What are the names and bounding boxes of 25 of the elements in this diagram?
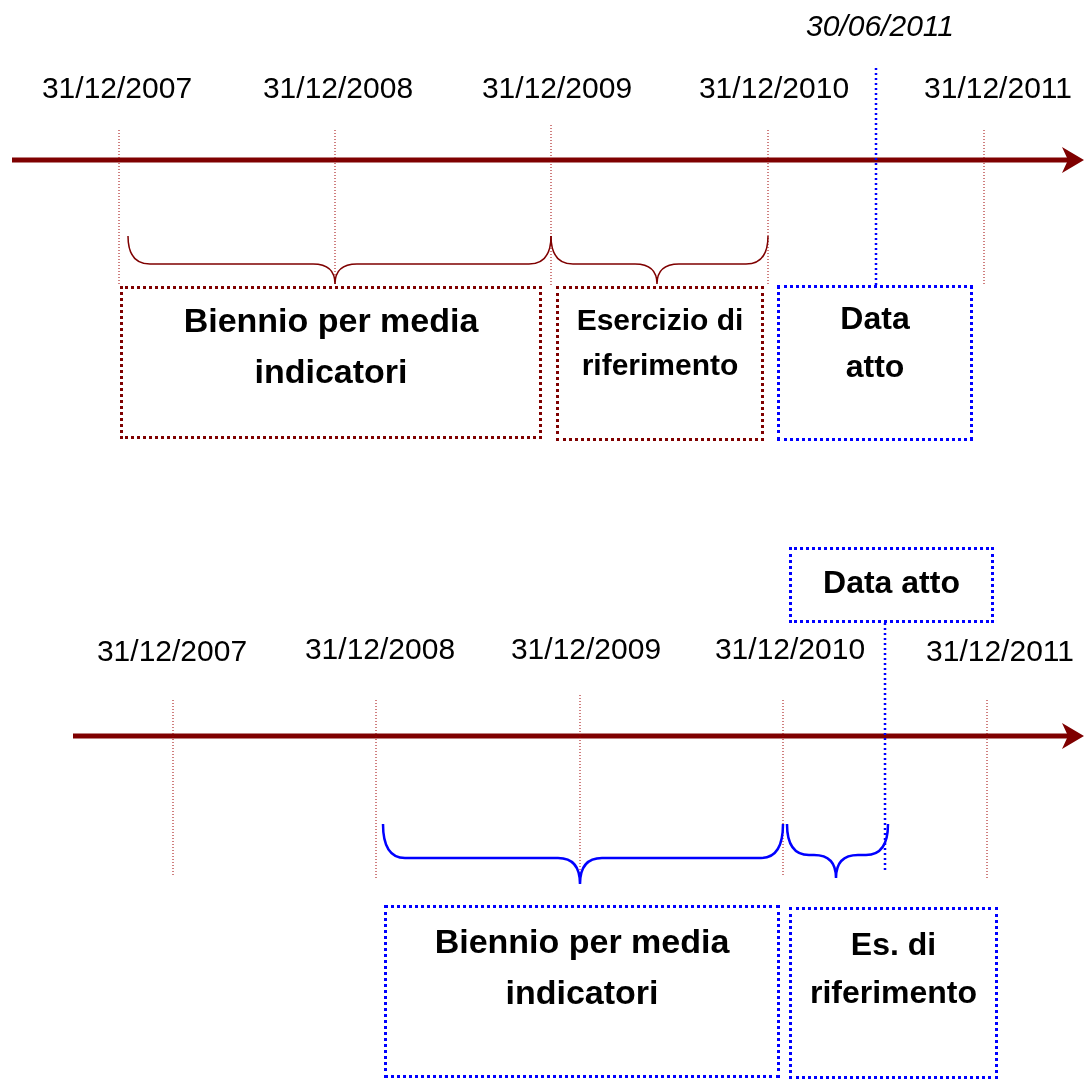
- date-label: 31/12/2008: [262, 70, 414, 106]
- date-label: 31/12/2007: [41, 70, 193, 106]
- period-box: [777, 285, 973, 441]
- period-box: [789, 907, 998, 1079]
- period-box: [556, 286, 764, 441]
- date-label: 31/12/2009: [510, 631, 662, 667]
- box-label: Es. di riferimento: [808, 925, 979, 1012]
- box-label: Biennio per media indicatori: [433, 921, 731, 1013]
- period-box: [120, 286, 542, 439]
- date-label: 31/12/2011: [924, 70, 1072, 106]
- date-label: 31/12/2009: [481, 70, 633, 106]
- date-label: 31/12/2011: [926, 633, 1074, 669]
- date-label: 31/12/2010: [698, 70, 850, 106]
- date-label: 31/12/2007: [96, 633, 248, 669]
- date-label: 31/12/2010: [714, 631, 866, 667]
- date-marker-line: [883, 623, 887, 870]
- date-marker-line: [874, 68, 878, 285]
- date-annotation: 30/06/2011: [806, 8, 954, 44]
- box-label: Data atto: [823, 563, 960, 602]
- date-label: 31/12/2008: [304, 631, 456, 667]
- period-box: [789, 547, 994, 623]
- box-label: Esercizio di riferimento: [575, 302, 745, 383]
- box-label: Biennio per media indicatori: [182, 300, 480, 392]
- box-label: Data atto: [839, 299, 911, 386]
- period-box: [384, 905, 780, 1078]
